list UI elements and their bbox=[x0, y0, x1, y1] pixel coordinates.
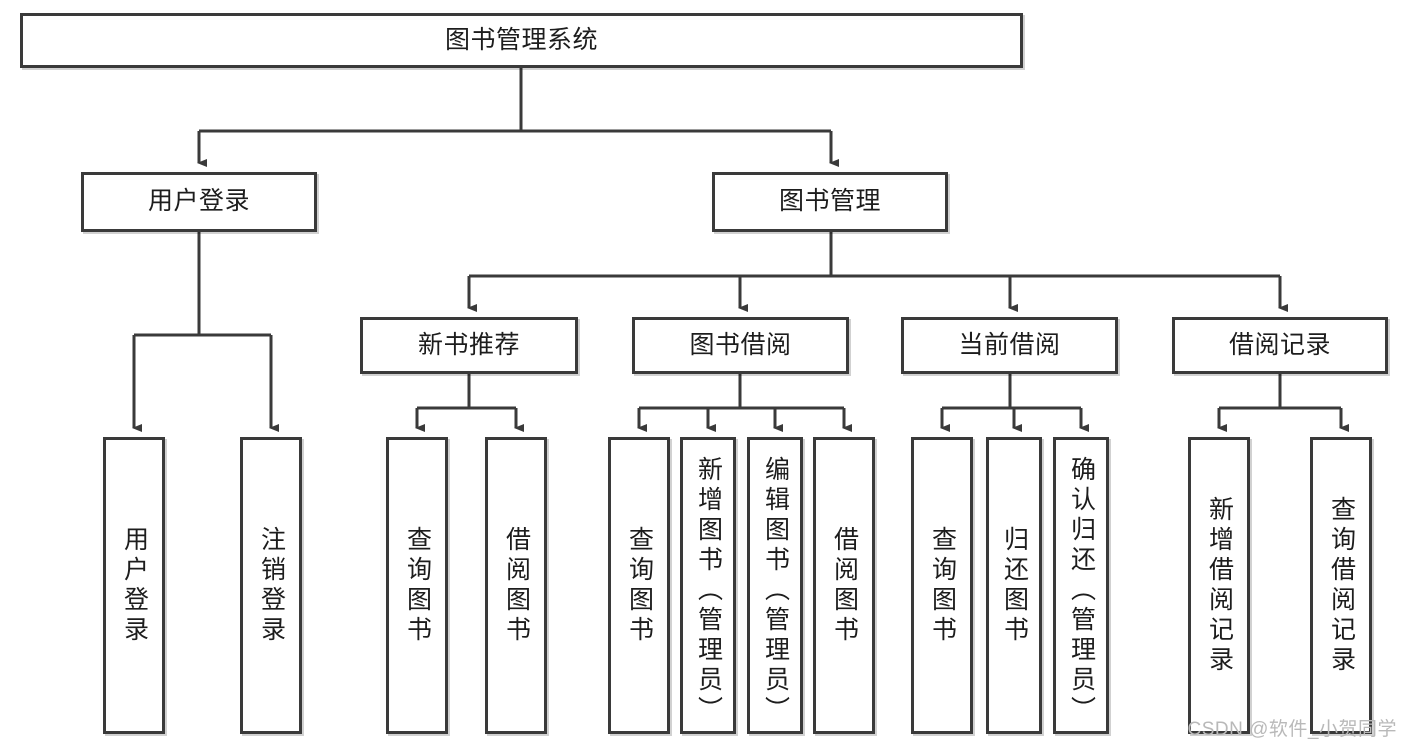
leaf-user-login[interactable]: 用户登录 bbox=[103, 437, 165, 734]
node-label: 查询图书 bbox=[403, 525, 432, 646]
node-book-management[interactable]: 图书管理 bbox=[712, 172, 948, 232]
node-label: 借阅图书 bbox=[502, 525, 531, 646]
node-label: 查询借阅记录 bbox=[1327, 495, 1356, 676]
leaf-query-book-2[interactable]: 查询图书 bbox=[608, 437, 670, 734]
node-label: 图书管理系统 bbox=[444, 25, 598, 54]
node-label: 新增借阅记录 bbox=[1205, 495, 1234, 676]
leaf-add-borrow-record[interactable]: 新增借阅记录 bbox=[1188, 437, 1250, 734]
node-label: 借阅记录 bbox=[1228, 330, 1331, 359]
leaf-edit-book-admin[interactable]: 编辑图书（管理员） bbox=[747, 437, 803, 734]
leaf-query-book-3[interactable]: 查询图书 bbox=[911, 437, 973, 734]
node-current-borrow[interactable]: 当前借阅 bbox=[901, 317, 1118, 374]
node-user-login[interactable]: 用户登录 bbox=[81, 172, 317, 232]
node-borrow-record[interactable]: 借阅记录 bbox=[1172, 317, 1388, 374]
watermark-text: CSDN @软件_小贺同学 bbox=[1187, 719, 1397, 740]
node-label: 确认归还（管理员） bbox=[1067, 455, 1096, 726]
node-label: 新书推荐 bbox=[417, 330, 520, 359]
node-root[interactable]: 图书管理系统 bbox=[20, 13, 1023, 68]
leaf-return-book[interactable]: 归还图书 bbox=[986, 437, 1042, 734]
leaf-confirm-return-admin[interactable]: 确认归还（管理员） bbox=[1053, 437, 1109, 734]
leaf-borrow-book-2[interactable]: 借阅图书 bbox=[813, 437, 875, 734]
node-label: 查询图书 bbox=[625, 525, 654, 646]
node-label: 查询图书 bbox=[928, 525, 957, 646]
node-label: 新增图书（管理员） bbox=[694, 455, 723, 726]
leaf-query-borrow-record[interactable]: 查询借阅记录 bbox=[1310, 437, 1372, 734]
node-label: 注销登录 bbox=[257, 525, 286, 646]
node-label: 编辑图书（管理员） bbox=[761, 455, 790, 726]
node-label: 借阅图书 bbox=[830, 525, 859, 646]
node-label: 归还图书 bbox=[1000, 525, 1029, 646]
node-label: 用户登录 bbox=[147, 187, 250, 216]
node-new-book-recommendation[interactable]: 新书推荐 bbox=[360, 317, 578, 374]
node-label: 图书管理 bbox=[778, 187, 881, 216]
leaf-borrow-book-1[interactable]: 借阅图书 bbox=[485, 437, 547, 734]
leaf-add-book-admin[interactable]: 新增图书（管理员） bbox=[680, 437, 736, 734]
node-label: 当前借阅 bbox=[958, 330, 1061, 359]
leaf-logout[interactable]: 注销登录 bbox=[240, 437, 302, 734]
node-book-borrow[interactable]: 图书借阅 bbox=[632, 317, 849, 374]
leaf-query-book-1[interactable]: 查询图书 bbox=[386, 437, 448, 734]
node-label: 用户登录 bbox=[120, 525, 149, 646]
node-label: 图书借阅 bbox=[689, 330, 792, 359]
